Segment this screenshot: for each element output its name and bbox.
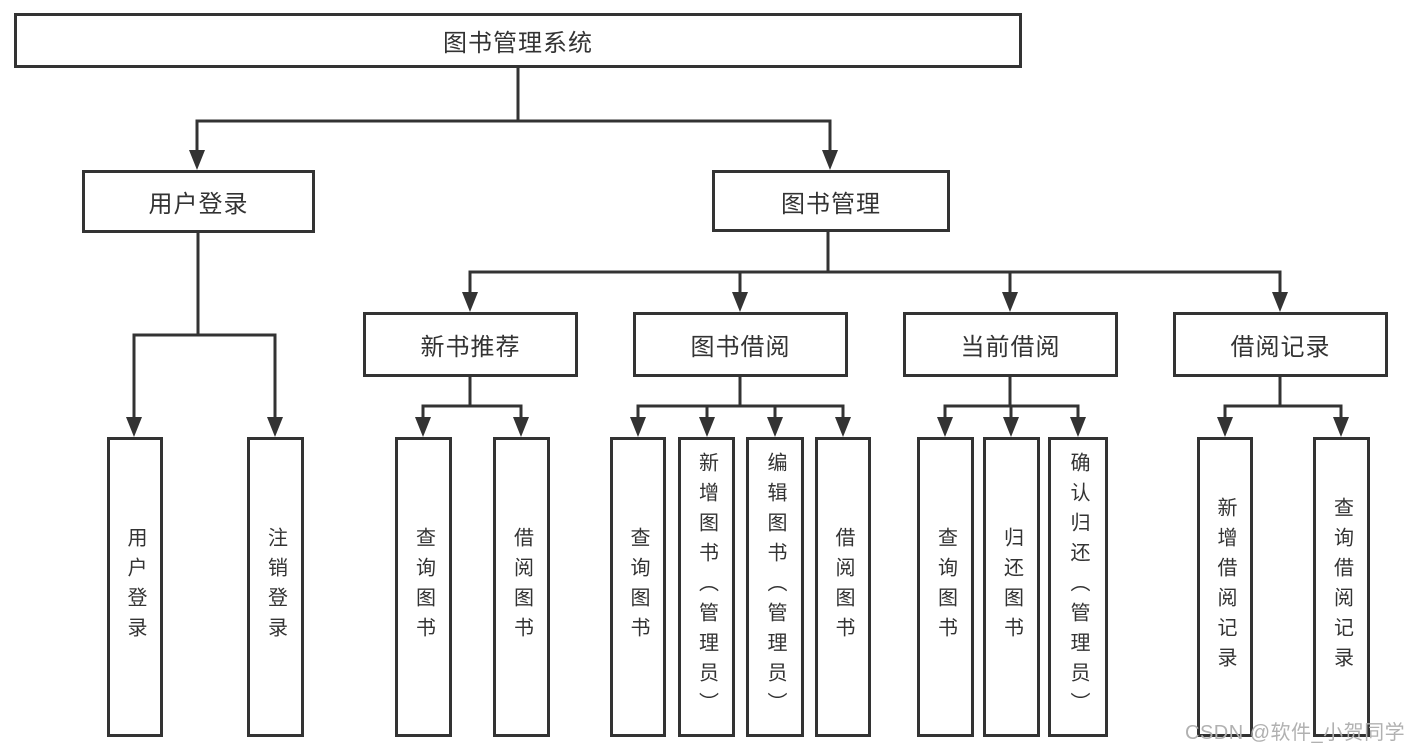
connector-root xyxy=(195,68,832,154)
connector-borrow xyxy=(636,377,845,421)
node-label: 用户登录 xyxy=(148,191,249,218)
leaf-confirm-return-admin: 确认归还（管理员） xyxy=(1048,437,1108,737)
leaf-label: 查询图书 xyxy=(627,527,649,647)
leaf-label: 新增借阅记录 xyxy=(1214,497,1236,677)
leaf-label: 归还图书 xyxy=(1000,527,1023,647)
leaf-label: 借阅图书 xyxy=(832,527,854,647)
node-label: 借阅记录 xyxy=(1230,334,1331,361)
leaf-user-login: 用户登录 xyxy=(107,437,163,737)
connector-newbook xyxy=(421,377,523,421)
node-root-system: 图书管理系统 xyxy=(14,13,1022,68)
node-book-management-branch: 图书管理 xyxy=(712,170,950,232)
leaf-query-books-borrow: 查询图书 xyxy=(610,437,666,737)
leaf-return-books: 归还图书 xyxy=(983,437,1040,737)
leaf-query-borrow-record: 查询借阅记录 xyxy=(1313,437,1370,737)
leaf-query-books-current: 查询图书 xyxy=(917,437,974,737)
connector-login xyxy=(132,233,277,421)
node-borrow-records: 借阅记录 xyxy=(1173,312,1388,377)
leaf-label: 查询图书 xyxy=(934,527,957,647)
connector-records xyxy=(1223,377,1343,421)
node-label: 图书管理 xyxy=(781,190,881,218)
leaf-borrow-books-newbook: 借阅图书 xyxy=(493,437,550,737)
leaf-query-books-newbook: 查询图书 xyxy=(395,437,452,737)
node-current-borrow: 当前借阅 xyxy=(903,312,1118,377)
node-label: 图书借阅 xyxy=(690,334,791,361)
node-label: 图书管理系统 xyxy=(443,30,593,57)
leaf-label: 新增图书（管理员） xyxy=(695,452,718,722)
leaf-label: 借阅图书 xyxy=(510,527,533,647)
leaf-label: 用户登录 xyxy=(124,527,146,647)
leaf-add-books-admin: 新增图书（管理员） xyxy=(678,437,735,737)
leaf-label: 确认归还（管理员） xyxy=(1067,452,1089,722)
leaf-logout: 注销登录 xyxy=(247,437,304,737)
leaf-label: 编辑图书（管理员） xyxy=(764,452,786,722)
node-book-borrow: 图书借阅 xyxy=(633,312,848,377)
leaf-add-borrow-record: 新增借阅记录 xyxy=(1197,437,1253,737)
leaf-label: 查询借阅记录 xyxy=(1330,497,1353,677)
connector-current xyxy=(943,377,1080,421)
node-label: 当前借阅 xyxy=(960,334,1061,361)
leaf-edit-books-admin: 编辑图书（管理员） xyxy=(746,437,804,737)
leaf-label: 注销登录 xyxy=(264,527,287,647)
node-new-book-recommend: 新书推荐 xyxy=(363,312,578,377)
node-label: 新书推荐 xyxy=(420,334,521,361)
node-user-login-branch: 用户登录 xyxy=(82,170,315,233)
csdn-watermark: CSDN @软件_小贺同学 xyxy=(1185,722,1405,744)
leaf-borrow-books: 借阅图书 xyxy=(815,437,871,737)
leaf-label: 查询图书 xyxy=(412,527,435,647)
connector-mgmt xyxy=(468,232,1282,296)
